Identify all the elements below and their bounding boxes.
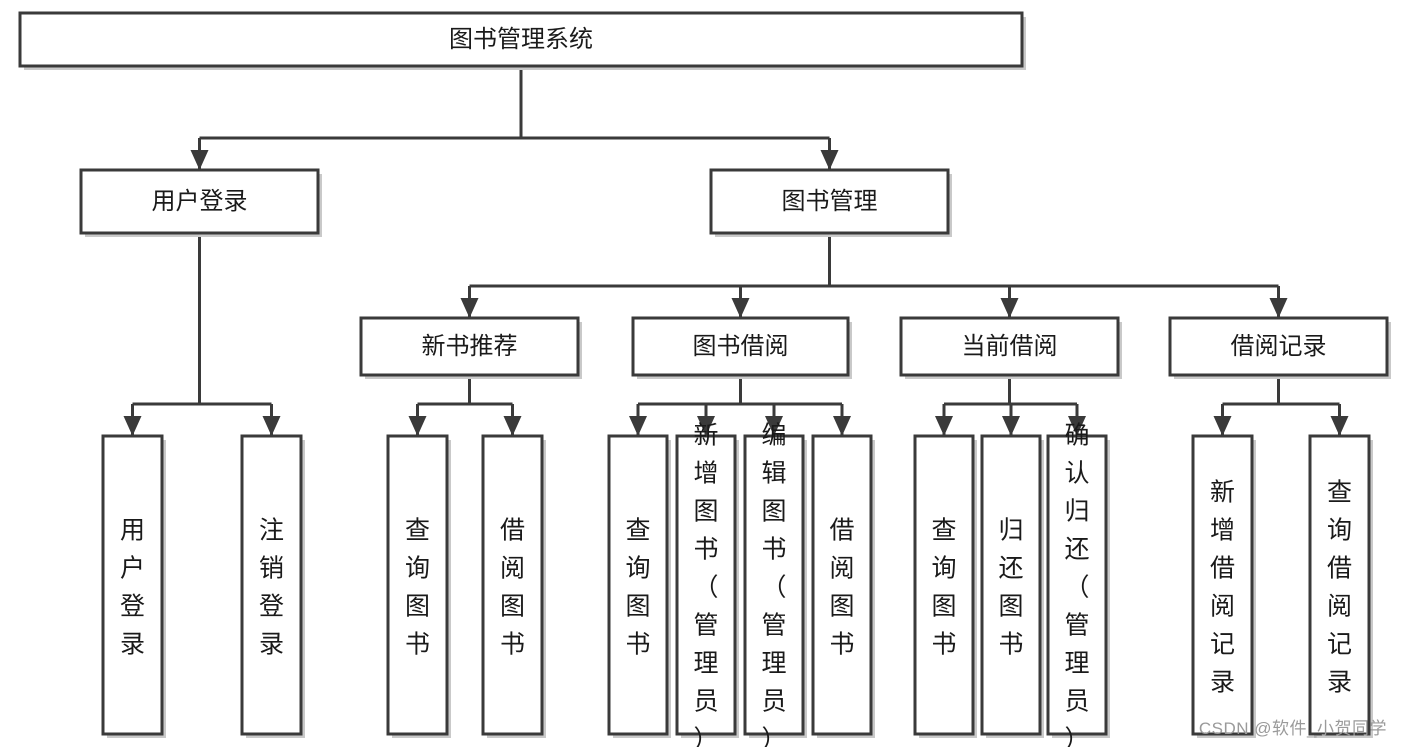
node-box (386, 434, 449, 736)
node-current-borrow[interactable]: 当前借阅 (899, 316, 1122, 379)
arrow-head-icon (1068, 416, 1086, 436)
node-box (481, 434, 544, 736)
node-box (899, 316, 1120, 377)
arrow-head-icon (1269, 298, 1288, 318)
node-label: 用户登录 (152, 188, 248, 215)
node-leaf-8[interactable]: 借阅图书 (811, 434, 875, 738)
arrow-head-icon (1000, 298, 1019, 318)
node-leaf-1[interactable]: 用户登录 (101, 434, 166, 738)
arrow-head-icon (503, 416, 522, 436)
node-borrow-record[interactable]: 借阅记录 (1168, 316, 1391, 379)
node-leaf-12[interactable]: 新增借阅记录 (1191, 434, 1256, 738)
node-leaf-10[interactable]: 归还图书 (980, 434, 1044, 738)
node-leaf-6[interactable]: 新增图书（管理员） (675, 422, 739, 747)
node-label: 借阅记录 (1231, 333, 1327, 360)
edge-layer (123, 66, 1349, 436)
node-label: 图书管理 (782, 188, 878, 215)
node-label: 查询图书 (931, 517, 956, 659)
node-box (631, 316, 850, 377)
node-box (811, 434, 873, 736)
arrow-head-icon (190, 150, 209, 170)
arrow-head-icon (408, 416, 427, 436)
node-label: 查询借阅记录 (1327, 479, 1352, 697)
arrow-head-icon (123, 416, 142, 436)
node-leaf-4[interactable]: 借阅图书 (481, 434, 546, 738)
node-user-login[interactable]: 用户登录 (79, 168, 322, 237)
node-label: 新书推荐 (422, 333, 518, 360)
node-label: 编辑图书（管理员） (761, 422, 786, 747)
node-layer: 图书管理系统用户登录图书管理新书推荐图书借阅当前借阅借阅记录用户登录注销登录查询… (18, 11, 1391, 747)
node-label: 用户登录 (120, 517, 145, 659)
arrow-head-icon (1213, 416, 1232, 436)
node-label: 图书管理系统 (449, 26, 593, 53)
node-box (709, 168, 950, 235)
arrow-head-icon (820, 150, 839, 170)
node-book-borrow[interactable]: 图书借阅 (631, 316, 852, 379)
node-label: 借阅图书 (500, 517, 525, 659)
node-label: 新增借阅记录 (1210, 479, 1235, 697)
node-label: 图书借阅 (693, 333, 789, 360)
node-root[interactable]: 图书管理系统 (18, 11, 1026, 70)
node-label: 当前借阅 (962, 333, 1058, 360)
arrow-head-icon (833, 416, 851, 436)
node-leaf-9[interactable]: 查询图书 (913, 434, 977, 738)
node-box (1308, 434, 1371, 736)
node-leaf-5[interactable]: 查询图书 (607, 434, 671, 738)
arrow-head-icon (697, 416, 715, 436)
arrow-head-icon (935, 416, 953, 436)
node-leaf-7[interactable]: 编辑图书（管理员） (743, 422, 807, 747)
node-new-book-recommend[interactable]: 新书推荐 (359, 316, 582, 379)
node-box (980, 434, 1042, 736)
arrow-head-icon (765, 416, 783, 436)
arrow-head-icon (731, 298, 750, 318)
node-label: 查询图书 (625, 517, 650, 659)
node-box (79, 168, 320, 235)
node-leaf-3[interactable]: 查询图书 (386, 434, 451, 738)
node-leaf-11[interactable]: 确认归还（管理员） (1046, 422, 1110, 747)
node-book-management[interactable]: 图书管理 (709, 168, 952, 237)
node-box (359, 316, 580, 377)
arrow-head-icon (1330, 416, 1349, 436)
arrow-head-icon (262, 416, 281, 436)
node-box (675, 434, 737, 736)
arrow-head-icon (629, 416, 647, 436)
arrow-head-icon (1002, 416, 1020, 436)
node-label: 归还图书 (998, 517, 1023, 659)
node-box (1168, 316, 1389, 377)
node-box (743, 434, 805, 736)
node-box (18, 11, 1024, 68)
node-box (1191, 434, 1254, 736)
node-leaf-2[interactable]: 注销登录 (240, 434, 305, 738)
node-leaf-13[interactable]: 查询借阅记录 (1308, 434, 1373, 738)
node-box (101, 434, 164, 736)
arrow-head-icon (460, 298, 479, 318)
node-label: 新增图书（管理员） (693, 422, 718, 747)
node-box (240, 434, 303, 736)
node-label: 查询图书 (405, 517, 430, 659)
node-box (913, 434, 975, 736)
node-box (1046, 434, 1108, 736)
node-label: 借阅图书 (829, 517, 854, 659)
node-label: 注销登录 (259, 517, 284, 659)
node-box (607, 434, 669, 736)
node-label: 确认归还（管理员） (1064, 422, 1089, 747)
